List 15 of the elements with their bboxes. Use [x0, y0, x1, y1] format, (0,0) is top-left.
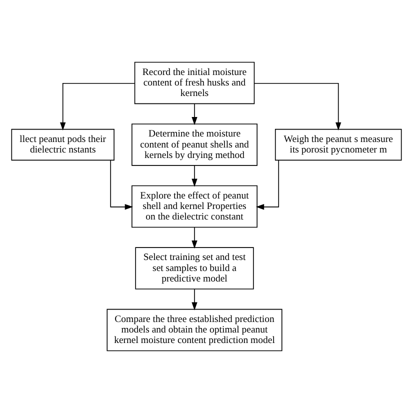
arrow [192, 227, 198, 249]
node-box: Record the initial moisture content of fresh husks and kernels [134, 62, 255, 104]
arrow [192, 103, 198, 126]
node-box: Compare the three established prediction models and obtain the optimal peanut kernel moisture content prediction model [106, 308, 282, 352]
node-box: Weigh the peanut s measure its porosit pycnometer m [274, 128, 402, 161]
arrow [60, 82, 135, 130]
arrow [256, 160, 280, 210]
arrow [110, 160, 133, 210]
node-box: Select training set and test set samples to build a predictive model [135, 247, 254, 290]
node-box: Explore the effect of peanut shell and kernel Properties on the dielectric constant [132, 185, 258, 228]
node-box: Determine the moisture content of peanut shells and kernels by drying method [132, 124, 258, 166]
arrow [192, 288, 198, 310]
node-box: llect peanut pods their dielectric nstants [11, 128, 114, 161]
arrow [254, 82, 342, 130]
arrow [192, 165, 198, 187]
